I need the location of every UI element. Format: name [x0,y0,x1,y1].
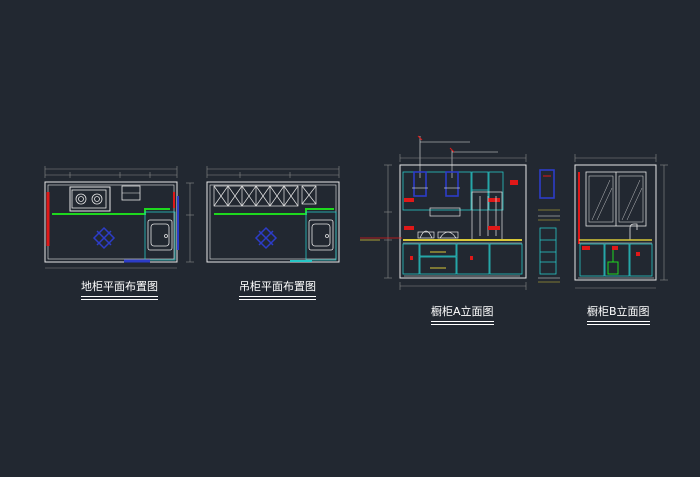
wall-plan-worktop-edge [214,208,334,215]
sink-icon [147,219,173,251]
cabinet-elevation-a [360,135,527,290]
window-icon [585,171,647,227]
faucet-icon [629,223,638,240]
elevation-a-dimensions [384,154,527,290]
wall-cabinet-plan [206,166,340,263]
wall-plan-dimensions [206,166,340,178]
elevation-a-title: 橱柜A立面图 [431,305,494,325]
gas-hob-icon [71,189,107,209]
cookware-icon [417,230,459,239]
base-plan-dimensions [44,166,194,269]
elevation-a-leaders [419,136,498,178]
elevation-a-base-cabinets [402,243,523,275]
elevation-b-base-cabinets [579,243,653,277]
elevation-a-side-detail [538,169,560,283]
elevation-b-title: 橱柜B立面图 [587,305,650,325]
wall-plan-title: 吊柜平面布置图 [239,280,316,300]
sink-icon [308,219,334,251]
base-plan-title: 地柜平面布置图 [81,280,158,300]
cabinet-elevation-b [574,154,668,289]
elevation-b-frame [574,164,657,281]
cross-diamond-icon [254,226,278,250]
base-cabinet-plan [44,166,194,269]
wall-cabinet-row [213,185,317,207]
wall-plan-outline [206,181,340,263]
base-plan-worktop-edge [52,208,170,215]
cross-diamond-icon [92,226,116,250]
elevation-b-dimensions [574,154,668,289]
elevation-a-frame [399,164,527,279]
